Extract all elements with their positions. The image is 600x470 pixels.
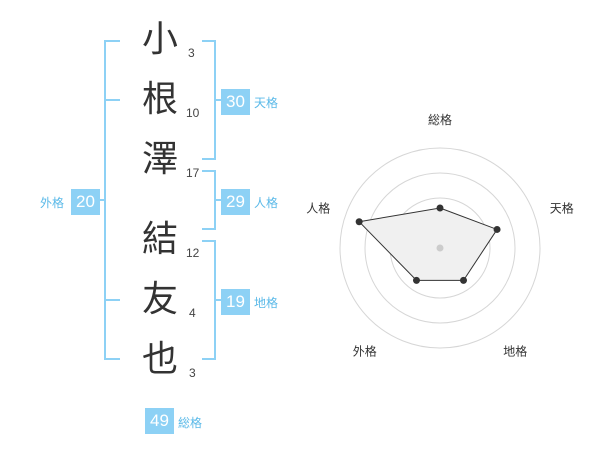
name-char-2: 根: [141, 79, 178, 120]
soukaku-value: 49: [145, 408, 174, 434]
radar-data-point: [412, 276, 420, 284]
stroke-count-1: 3: [188, 46, 195, 60]
stroke-count-3: 17: [186, 166, 200, 180]
gaikaku-bracket-tick: [98, 199, 106, 201]
jinkaku-value: 29: [221, 189, 250, 215]
chikaku-value: 19: [221, 289, 250, 315]
stroke-count-6: 3: [189, 366, 196, 380]
radar-center-dot: [436, 244, 444, 252]
gaikaku-bracket-tick: [104, 99, 120, 101]
gaikaku-label: 外格: [40, 196, 65, 210]
gaikaku-value: 20: [71, 189, 100, 215]
tenkaku-bracket-tick: [214, 99, 222, 101]
chikaku-label: 地格: [254, 296, 279, 310]
radar-axis-label: 外格: [353, 344, 377, 359]
tenkaku-value: 30: [221, 89, 250, 115]
radar-axis-label: 地格: [503, 344, 527, 359]
radar-data-point: [436, 204, 444, 212]
stroke-count-5: 4: [189, 306, 196, 320]
name-char-6: 也: [141, 339, 178, 380]
name-char-3: 澤: [141, 139, 178, 180]
radar-data-polygon: [358, 207, 498, 281]
radar-axis-label: 総格: [428, 112, 452, 127]
name-char-1: 小: [141, 19, 178, 60]
gaikaku-bracket-tick: [104, 299, 120, 301]
tenkaku-label: 天格: [254, 96, 279, 110]
radar-axis-label: 人格: [306, 200, 330, 215]
stroke-count-2: 10: [186, 106, 200, 120]
radar-data-point: [460, 276, 468, 284]
jinkaku-label: 人格: [254, 196, 279, 210]
radar-grid-ring: [364, 172, 516, 324]
radar-axis-label: 天格: [550, 200, 574, 215]
soukaku-label: 総格: [178, 416, 203, 430]
jinkaku-bracket-tick: [214, 199, 222, 201]
radar-grid-ring: [339, 147, 541, 349]
name-char-4: 結: [141, 219, 178, 260]
radar-data-point: [355, 218, 363, 226]
stroke-count-4: 12: [186, 246, 200, 260]
chikaku-bracket-tick: [214, 299, 222, 301]
name-char-5: 友: [141, 279, 178, 320]
radar-data-point: [493, 225, 501, 233]
